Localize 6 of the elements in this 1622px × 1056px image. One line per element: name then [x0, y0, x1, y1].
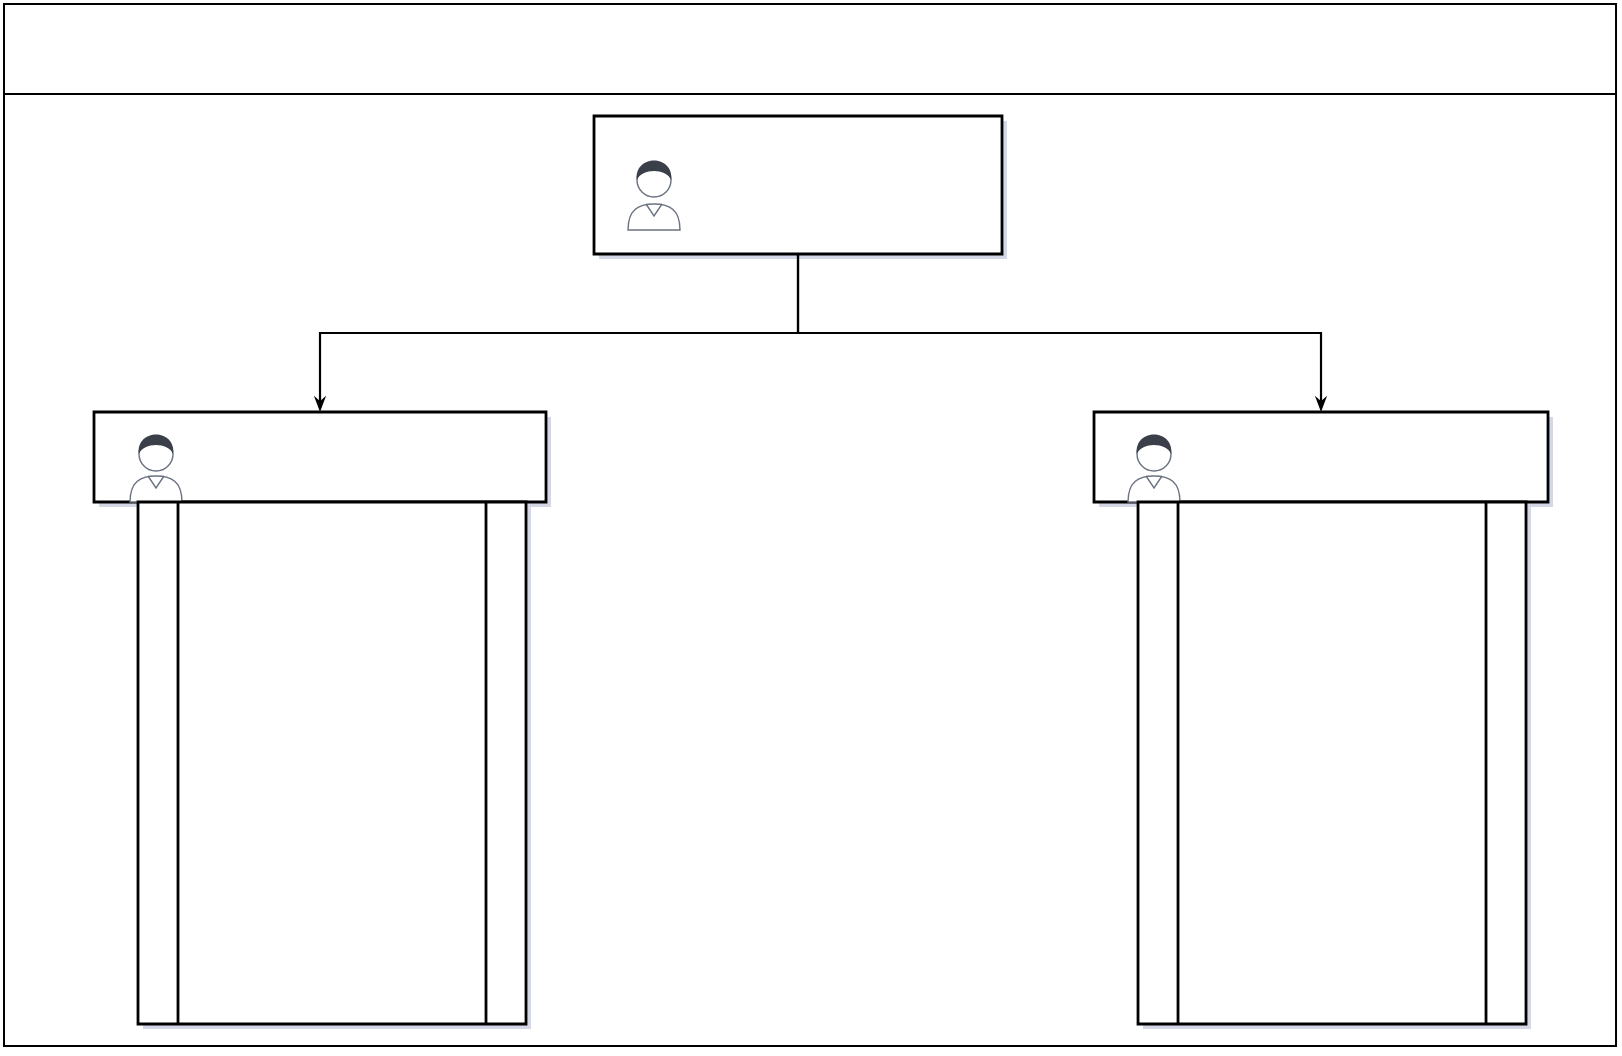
role-box — [1092, 410, 1553, 507]
role-box — [592, 114, 1007, 259]
person-icon — [1127, 434, 1181, 503]
role-box — [92, 410, 551, 507]
person-icon — [129, 434, 183, 503]
person-icon — [627, 160, 681, 231]
